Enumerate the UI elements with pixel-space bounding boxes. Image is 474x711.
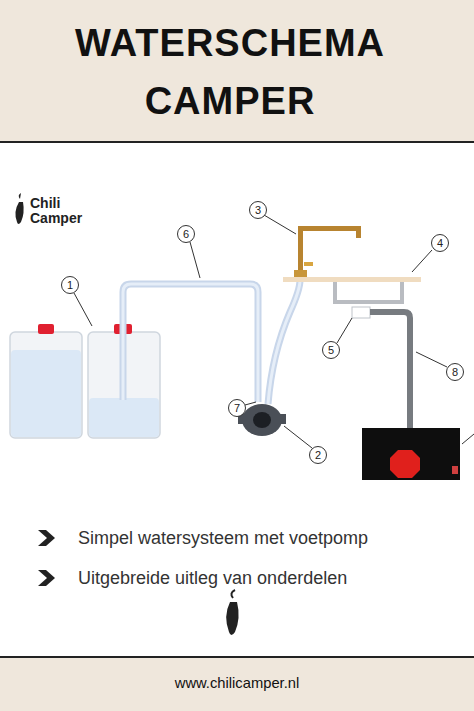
drain-fitting bbox=[352, 307, 370, 318]
callout-number: 1 bbox=[61, 276, 79, 294]
callout-text: 4 bbox=[437, 238, 443, 249]
callout-number: 6 bbox=[177, 225, 195, 243]
callout-number: 3 bbox=[249, 201, 267, 219]
suction-hose-highlight bbox=[123, 284, 258, 402]
callout-number: 7 bbox=[228, 399, 246, 417]
leader-lines bbox=[74, 215, 474, 448]
faucet bbox=[294, 226, 361, 277]
page-title: WATERSCHEMA CAMPER bbox=[55, 14, 405, 130]
footer-band bbox=[0, 657, 474, 711]
callout-text: 2 bbox=[315, 450, 321, 461]
suction-hose bbox=[123, 284, 258, 402]
logo-text: Chili Camper bbox=[30, 196, 110, 226]
callout-number: 4 bbox=[431, 234, 449, 252]
pressure-hose-highlight bbox=[268, 280, 300, 404]
logo-chili bbox=[15, 193, 23, 224]
bullet-chevron bbox=[38, 570, 55, 586]
callout-number: 5 bbox=[322, 341, 340, 359]
bullet-text: Simpel watersysteem met voetpomp bbox=[78, 527, 368, 549]
counter-top bbox=[283, 277, 421, 282]
water-tank bbox=[362, 428, 460, 480]
footer-url: www.chilicamper.nl bbox=[0, 674, 474, 692]
drain-hose bbox=[370, 312, 410, 430]
callout-text: 3 bbox=[255, 205, 261, 216]
callout-text: 5 bbox=[328, 345, 334, 356]
header-band bbox=[0, 0, 474, 142]
callout-text: 1 bbox=[67, 280, 73, 291]
sink bbox=[335, 282, 402, 302]
bullet-text: Uitgebreide uitleg van onderdelen bbox=[78, 567, 347, 589]
callout-text: 8 bbox=[452, 367, 458, 378]
chili-icon bbox=[226, 590, 238, 635]
jerrycans bbox=[10, 324, 160, 438]
bullet-chevron bbox=[38, 530, 55, 546]
header-rule bbox=[0, 141, 474, 143]
callout-number: 8 bbox=[446, 363, 464, 381]
pressure-hose bbox=[268, 280, 300, 404]
callout-text: 6 bbox=[183, 229, 189, 240]
callout-number: 2 bbox=[309, 446, 327, 464]
footer-rule bbox=[0, 656, 474, 658]
callout-text: 7 bbox=[234, 403, 240, 414]
